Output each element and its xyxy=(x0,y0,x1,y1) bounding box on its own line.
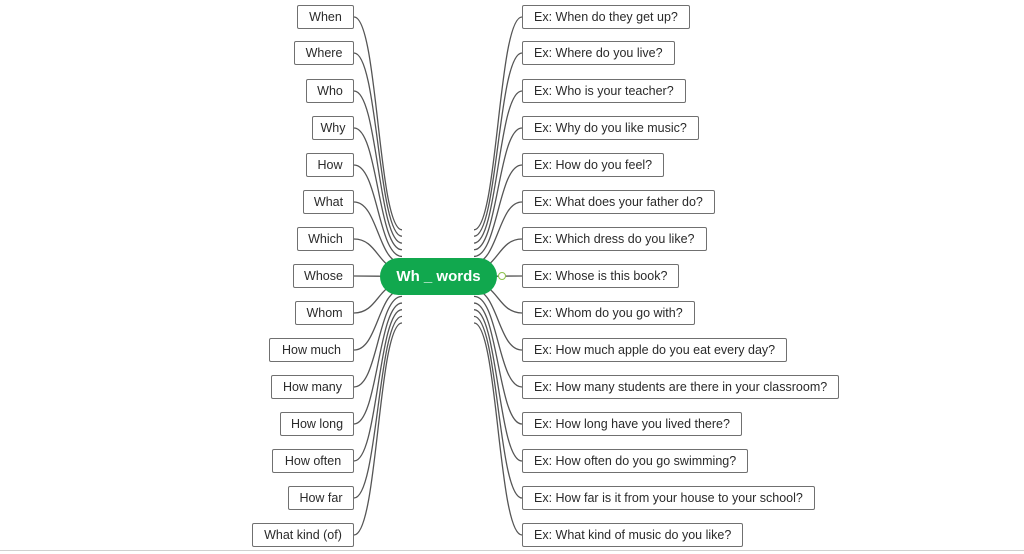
example-node-1[interactable]: Ex: When do they get up? xyxy=(522,5,690,29)
example-node-10[interactable]: Ex: How much apple do you eat every day? xyxy=(522,338,788,362)
connector-left-3 xyxy=(353,90,403,244)
wh-word-node-when[interactable]: When xyxy=(297,5,354,29)
bottom-divider xyxy=(0,550,1024,551)
wh-word-node-who[interactable]: Who xyxy=(306,79,354,103)
example-node-6[interactable]: Ex: What does your father do? xyxy=(522,190,715,214)
connector-left-12 xyxy=(353,302,403,425)
example-node-3[interactable]: Ex: Who is your teacher? xyxy=(522,79,686,103)
example-node-8[interactable]: Ex: Whose is this book? xyxy=(522,264,680,288)
collapse-toggle[interactable] xyxy=(498,272,506,280)
wh-word-node-why[interactable]: Why xyxy=(312,116,354,140)
wh-word-node-what[interactable]: What xyxy=(303,190,354,214)
connector-left-13 xyxy=(353,309,403,462)
central-topic[interactable]: Wh _ words xyxy=(380,258,497,295)
connector-left-15 xyxy=(353,322,403,536)
connector-left-5 xyxy=(353,164,403,258)
connector-right-3 xyxy=(473,90,523,244)
wh-word-node-how-far[interactable]: How far xyxy=(288,486,354,510)
wh-word-node-how-many[interactable]: How many xyxy=(271,375,354,399)
example-node-7[interactable]: Ex: Which dress do you like? xyxy=(522,227,707,251)
connector-right-12 xyxy=(473,302,523,425)
connector-right-2 xyxy=(473,52,523,237)
example-node-12[interactable]: Ex: How long have you lived there? xyxy=(522,412,742,436)
example-node-4[interactable]: Ex: Why do you like music? xyxy=(522,116,699,140)
connector-right-14 xyxy=(473,315,523,499)
connector-right-13 xyxy=(473,309,523,462)
example-node-11[interactable]: Ex: How many students are there in your … xyxy=(522,375,840,399)
wh-word-node-how-often[interactable]: How often xyxy=(272,449,354,473)
example-node-13[interactable]: Ex: How often do you go swimming? xyxy=(522,449,749,473)
connector-right-5 xyxy=(473,164,523,258)
wh-word-node-how-much[interactable]: How much xyxy=(269,338,354,362)
wh-word-node-what-kind-of[interactable]: What kind (of) xyxy=(252,523,354,547)
connector-right-4 xyxy=(473,127,523,251)
example-node-2[interactable]: Ex: Where do you live? xyxy=(522,41,675,65)
connector-right-11 xyxy=(473,295,523,388)
connector-right-15 xyxy=(473,322,523,536)
connector-left-11 xyxy=(353,295,403,388)
example-node-9[interactable]: Ex: Whom do you go with? xyxy=(522,301,695,325)
connector-left-2 xyxy=(353,52,403,237)
connector-left-1 xyxy=(353,16,403,231)
connector-left-4 xyxy=(353,127,403,251)
wh-word-node-which[interactable]: Which xyxy=(297,227,354,251)
example-node-15[interactable]: Ex: What kind of music do you like? xyxy=(522,523,744,547)
wh-word-node-where[interactable]: Where xyxy=(294,41,354,65)
example-node-14[interactable]: Ex: How far is it from your house to you… xyxy=(522,486,815,510)
wh-word-node-whom[interactable]: Whom xyxy=(295,301,354,325)
connector-right-1 xyxy=(473,16,523,231)
connector-left-14 xyxy=(353,315,403,499)
wh-word-node-how-long[interactable]: How long xyxy=(280,412,354,436)
wh-word-node-whose[interactable]: Whose xyxy=(293,264,354,288)
wh-word-node-how[interactable]: How xyxy=(306,153,354,177)
example-node-5[interactable]: Ex: How do you feel? xyxy=(522,153,665,177)
